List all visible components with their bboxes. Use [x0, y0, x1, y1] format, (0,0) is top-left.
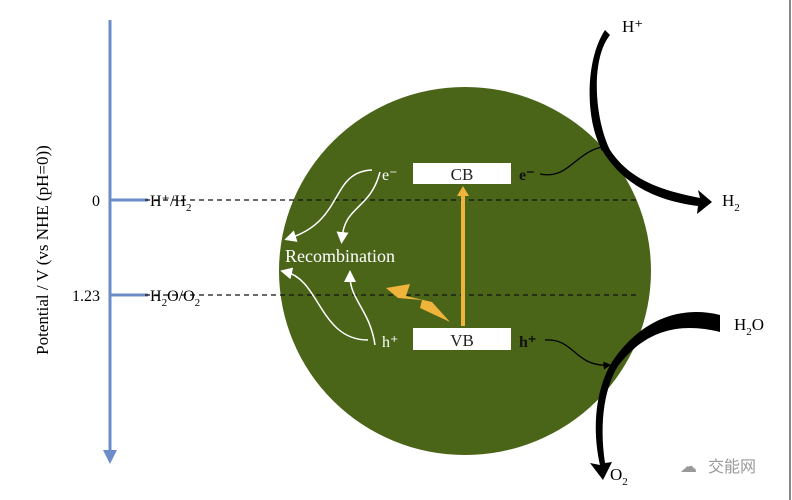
electron-transfer-arrow: [539, 142, 609, 176]
hydrogen-reduction-arrow: [589, 30, 712, 214]
excitation-arrowhead-icon: [457, 186, 469, 196]
hole-transfer-arrow: [544, 339, 612, 370]
recomb-arrow-1: [284, 169, 373, 242]
watermark: 交能网: [708, 457, 756, 476]
o2-label: O2: [610, 465, 628, 488]
tick-label-1: 1.23: [72, 288, 100, 305]
recomb-arrow-4: [344, 270, 376, 346]
h-couple-label: H⁺/H2: [150, 193, 192, 214]
o-couple-label: H2O/O2: [150, 288, 200, 309]
hole-label: h⁺: [382, 334, 398, 351]
vb-hole-label: h⁺: [519, 334, 536, 351]
h-plus-label: H⁺: [622, 17, 643, 36]
electron-label: e⁻: [382, 167, 398, 184]
vb-box: [413, 328, 511, 350]
lightning-icon: [386, 284, 450, 322]
recomb-arrow-2: [336, 171, 381, 244]
vb-label: VB: [450, 331, 474, 350]
recomb-arrow-3: [280, 267, 369, 341]
recombination-label: Recombination: [285, 246, 395, 266]
h2-label: H2: [722, 191, 740, 214]
cb-label: CB: [451, 165, 474, 184]
cb-electron-label: e⁻: [519, 167, 535, 184]
wechat-icon: ☁: [680, 457, 697, 477]
h2o-label: H2O: [734, 315, 764, 338]
water-oxidation-arrow: [590, 312, 720, 480]
axis-arrow-icon: [103, 450, 117, 464]
tick-label-0: 0: [92, 193, 100, 210]
cb-box: [413, 163, 511, 184]
axis-label: Potential / V (vs NHE (pH=0)): [33, 145, 52, 355]
